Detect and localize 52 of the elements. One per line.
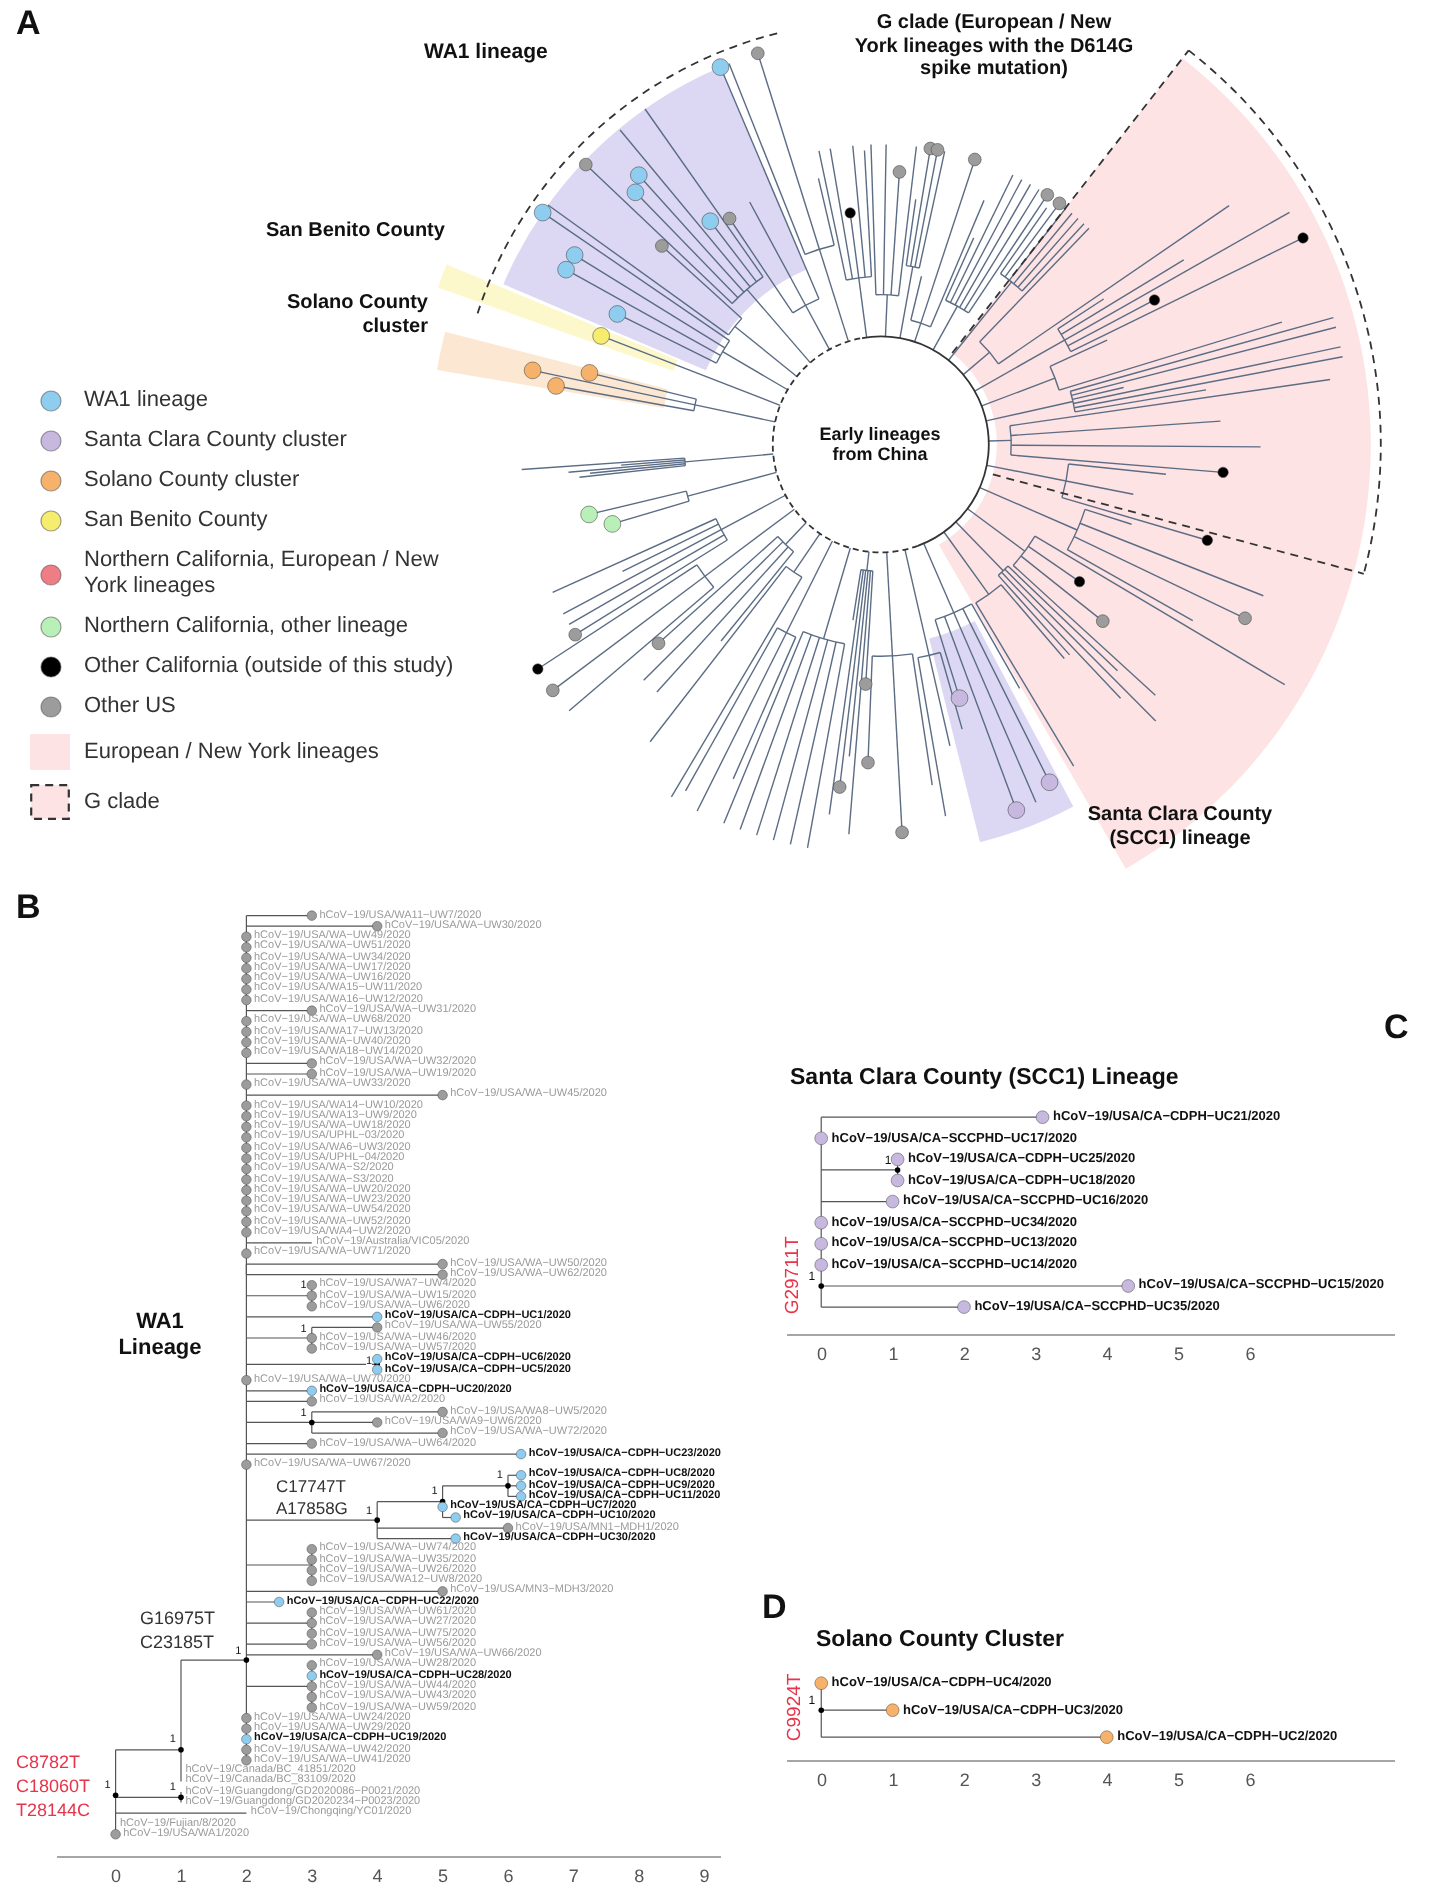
axis-tick-label: 4 (1102, 1344, 1113, 1366)
mutation-label: C17747T (276, 1476, 346, 1496)
legend-label: Other California (outside of this study) (84, 654, 454, 680)
axis-tick-label: 0 (111, 1866, 122, 1888)
axis-tick-label: 5 (1174, 1344, 1185, 1366)
axis-tick-label: 5 (1174, 1770, 1185, 1792)
legend-label: Other US (84, 694, 178, 720)
mutation-label: A17858G (276, 1497, 348, 1517)
mutation-label: C23185T (140, 1632, 215, 1654)
axis-tick-label: 2 (241, 1866, 252, 1888)
axis-tick-label: 2 (959, 1344, 970, 1366)
legend-label: WA1 lineage (84, 388, 210, 414)
axis-tick-label: 1 (176, 1866, 187, 1888)
axis-tick-label: 4 (1102, 1770, 1113, 1792)
axis-tick-label: 5 (438, 1866, 449, 1888)
clade-label: WA1 Lineage (117, 1310, 203, 1362)
panel-title: Santa Clara County (SCC1) Lineage (790, 1066, 1179, 1094)
axis-tick-label: 0 (817, 1770, 828, 1792)
legend-label: San Benito County (84, 508, 270, 534)
axis-tick-label: 2 (959, 1770, 970, 1792)
axis-tick-label: 3 (1031, 1344, 1042, 1366)
axis-tick-label: 6 (503, 1866, 514, 1888)
mutation-label: C9924T (784, 1672, 808, 1741)
legend-label: European / New York lineages (84, 739, 380, 765)
mutation-label: G16975T (140, 1608, 216, 1630)
mutation-label: G29711T (780, 1235, 804, 1314)
mutation-label: C8782T (16, 1752, 81, 1774)
legend-label: Solano County cluster (84, 468, 302, 494)
mutation-label: C18060T (16, 1776, 91, 1798)
mutation-label: T28144C (16, 1800, 91, 1822)
axis-tick-label: 3 (1031, 1770, 1042, 1792)
axis-tick-label: 1 (888, 1770, 899, 1792)
axis-tick-label: 6 (1245, 1770, 1256, 1792)
clade-label: San Benito County (266, 220, 445, 244)
axis-tick-label: 3 (307, 1866, 318, 1888)
legend-label: Santa Clara County cluster (84, 428, 348, 454)
clade-label: Solano County cluster (284, 292, 428, 338)
axis-tick-label: 1 (888, 1344, 899, 1366)
panel-letter: B (16, 888, 41, 929)
panel-letter: C (1384, 1008, 1409, 1049)
axis-tick-label: 7 (568, 1866, 579, 1888)
axis-tick-label: 9 (699, 1866, 710, 1888)
legend-label: Northern California, other lineage (84, 614, 410, 640)
panel-letter: A (16, 4, 41, 45)
panel-title: Solano County Cluster (816, 1628, 1064, 1656)
axis-tick-label: 6 (1245, 1344, 1256, 1366)
legend-label: G clade (84, 789, 162, 815)
legend-label: Northern California, European / New York lineages (84, 548, 440, 600)
axis-tick-label: 0 (817, 1344, 828, 1366)
panel-letter: D (762, 1588, 787, 1629)
axis-tick-label: 8 (634, 1866, 645, 1888)
axis-tick-label: 4 (372, 1866, 383, 1888)
